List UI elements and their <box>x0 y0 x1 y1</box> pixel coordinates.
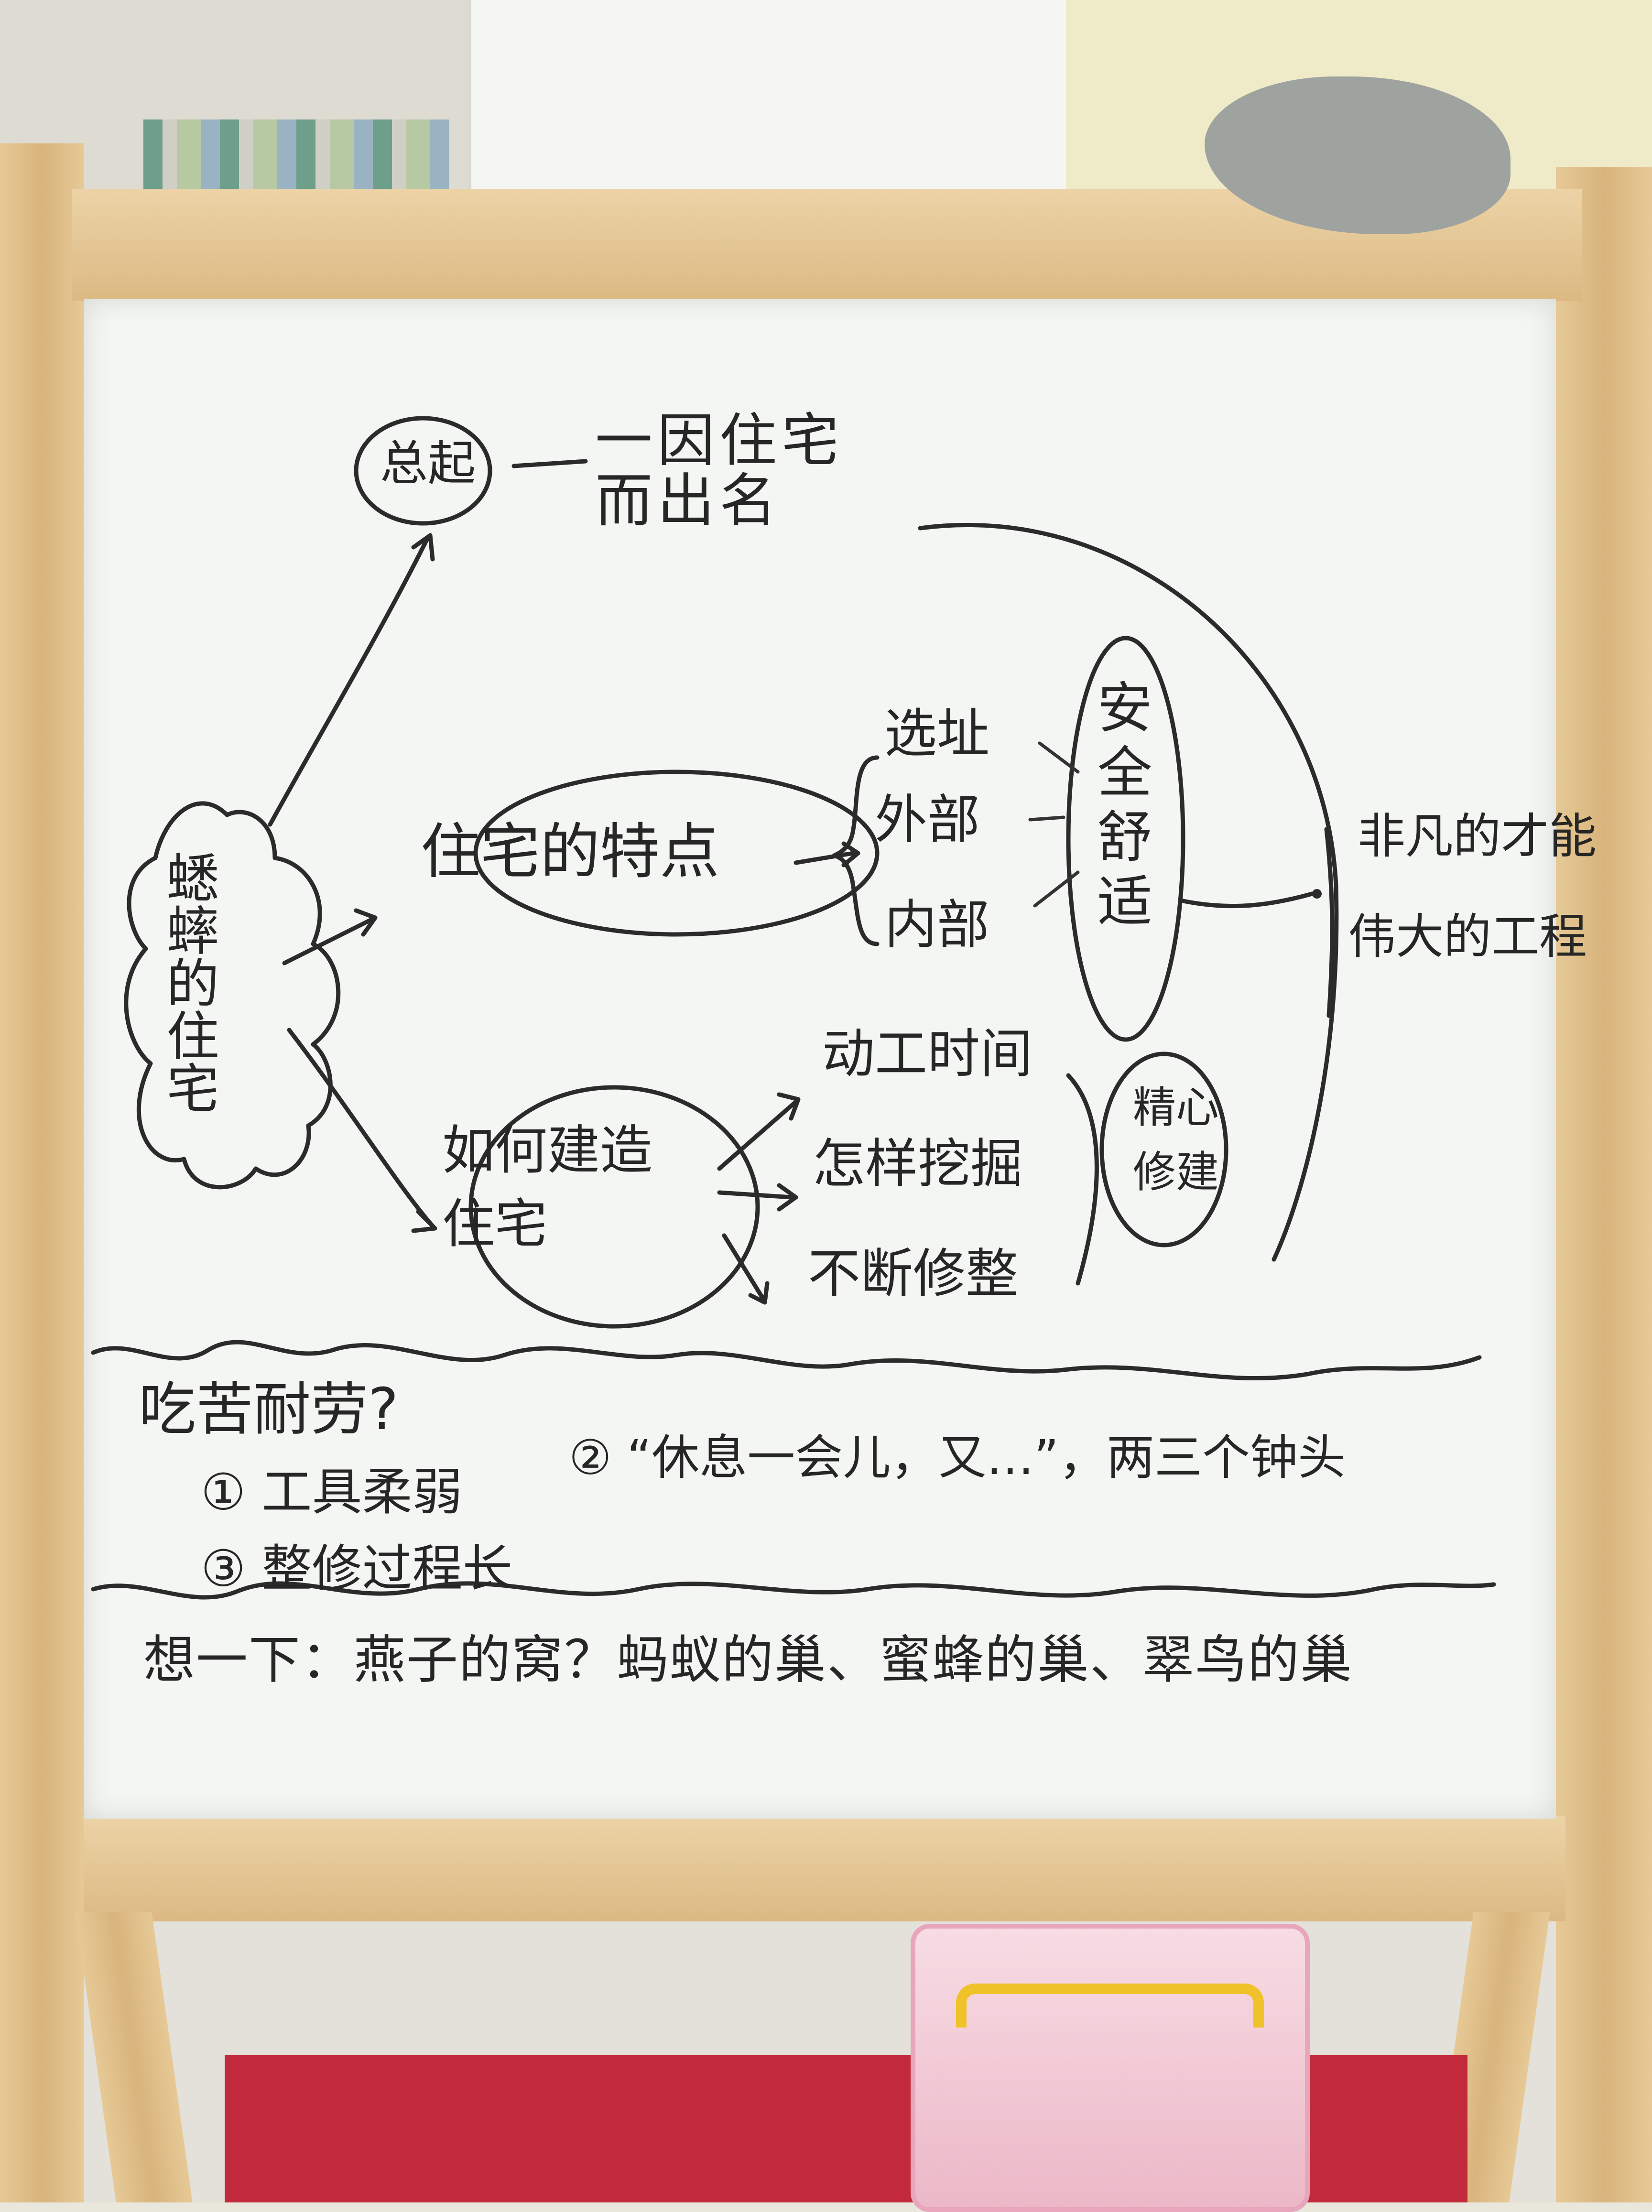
link-siting <box>1038 741 1080 774</box>
link-inside <box>1033 870 1080 908</box>
conclusion-brace <box>1324 827 1335 1018</box>
big-arc <box>918 522 1339 1262</box>
arrowhead-bottom <box>411 1209 437 1233</box>
arrowhead-fix <box>748 1281 770 1305</box>
arrow-to-middle <box>282 918 373 965</box>
conclusion-line-2: 伟大的工程 <box>1348 909 1587 965</box>
bottom-item-time: 动工时间 <box>822 1023 1032 1084</box>
center-cloud <box>124 801 341 1190</box>
question-point-2: ② “休息一会儿，又…”，两三个钟头 <box>569 1430 1346 1486</box>
wavy-divider-1 <box>91 1340 1482 1381</box>
whiteboard <box>84 299 1556 1819</box>
easel-right-post <box>1556 167 1652 2202</box>
link-outside <box>1028 815 1065 822</box>
arrow-to-top <box>268 535 430 827</box>
bottom-bracket <box>1066 1073 1099 1286</box>
arrow-time <box>717 1099 798 1171</box>
middle-arrow <box>793 851 856 865</box>
top-node-label: 总起 <box>380 435 476 491</box>
center-node-label: 蟋蟀的住宅 <box>157 851 219 1114</box>
eraser-cloth <box>1205 76 1511 234</box>
safe-comfort-label: 安全舒适 <box>1088 679 1152 937</box>
safe-ellipse <box>1066 636 1185 1042</box>
bottom-node-label: 如何建造住宅 <box>442 1120 652 1255</box>
middle-item-outside: 外部 <box>875 789 980 850</box>
question-point-1: ① 工具柔弱 <box>201 1463 463 1521</box>
top-dash <box>511 459 588 468</box>
middle-node-label: 住宅的特点 <box>421 817 719 887</box>
wavy-divider-2 <box>91 1581 1496 1600</box>
question-point-3: ③ 整修过程长 <box>201 1540 513 1598</box>
arrowhead-top <box>411 533 435 562</box>
careful-build-label: 精心修建 <box>1133 1083 1219 1197</box>
bottom-item-dig: 怎样挖掘 <box>813 1133 1023 1194</box>
easel-left-post <box>0 143 84 2202</box>
bottom-item-fix: 不断修整 <box>808 1243 1018 1304</box>
question-prompt: 吃苦耐劳? <box>139 1377 399 1443</box>
arrowhead-middle <box>354 908 378 937</box>
mindmap-strokes <box>91 416 1496 1600</box>
top-node-note: 一因住宅而出名 <box>595 408 844 534</box>
arrow-dig <box>717 1190 793 1200</box>
think-prompt: 想一下：燕子的窝？蚂蚁的巢、蜜蜂的巢、翠鸟的巢 <box>143 1630 1353 1690</box>
bookshelf-books <box>143 119 449 191</box>
box-handle <box>956 1984 1264 2028</box>
middle-brace <box>832 755 880 946</box>
arrowhead-time <box>777 1092 801 1121</box>
arrow-to-bottom <box>287 1028 435 1228</box>
arrow-fix <box>722 1233 765 1300</box>
bottom-ellipse <box>468 1085 760 1329</box>
pink-storage-box <box>911 1924 1310 2212</box>
easel-bottom-rail <box>84 1816 1565 1921</box>
careful-ellipse <box>1099 1052 1228 1247</box>
arrowhead-dig <box>777 1183 798 1212</box>
safe-to-conclusion <box>1181 891 1315 909</box>
middle-ellipse <box>473 770 880 937</box>
white-cabinet <box>468 0 1069 201</box>
conclusion-line-1: 非凡的才能 <box>1358 808 1597 864</box>
middle-item-inside: 内部 <box>884 894 989 955</box>
top-ellipse <box>354 416 492 526</box>
junction-dot <box>1312 889 1322 899</box>
middle-item-siting: 选址 <box>884 703 989 764</box>
